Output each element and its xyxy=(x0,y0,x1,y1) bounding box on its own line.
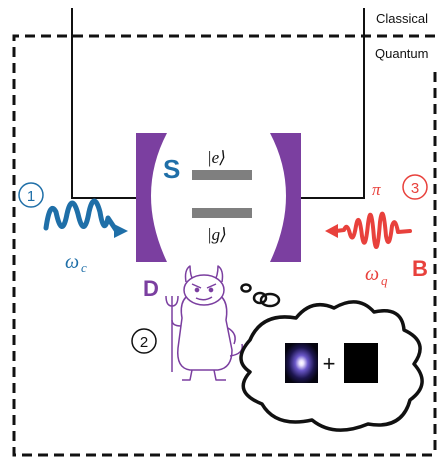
thought-plus: + xyxy=(323,351,336,376)
right-wave-packet xyxy=(334,211,412,249)
dark-image xyxy=(344,343,378,383)
left-wave-packet xyxy=(43,198,119,233)
step-2-circle xyxy=(131,328,157,354)
quantum-label: Quantum xyxy=(375,46,428,61)
left-omega-subscript: c xyxy=(81,260,87,275)
thought-cloud xyxy=(239,300,424,432)
step-1-circle xyxy=(18,182,44,208)
excited-state-ket: |e⟩ xyxy=(207,148,226,167)
cavity-mirror-left xyxy=(136,133,167,262)
thought-dot-medium xyxy=(252,291,268,305)
thought-dot-large xyxy=(259,292,281,308)
left-omega: ω xyxy=(65,251,79,273)
step-3-number: 3 xyxy=(411,180,419,197)
right-wave-arrowhead xyxy=(325,224,338,238)
excited-level xyxy=(192,170,252,180)
system-label: S xyxy=(163,154,180,184)
cavity-mirror-right xyxy=(270,133,301,262)
ground-state-ket: |g⟩ xyxy=(207,225,227,244)
step-3-circle xyxy=(402,174,428,200)
demon-figure xyxy=(165,265,243,381)
bath-label: B xyxy=(412,256,428,281)
pi-pulse-label: π xyxy=(372,180,381,199)
thought-dot-small xyxy=(240,283,252,293)
right-omega-subscript: q xyxy=(381,273,388,288)
bright-photon-image xyxy=(285,343,318,383)
left-wave-arrowhead xyxy=(114,224,128,238)
demon-label: D xyxy=(143,276,159,301)
step-1-number: 1 xyxy=(27,188,35,205)
step-2-number: 2 xyxy=(140,334,148,351)
classical-wire xyxy=(71,8,365,199)
classical-label: Classical xyxy=(376,11,428,26)
quantum-boundary xyxy=(12,34,438,457)
right-omega: ω xyxy=(365,263,379,285)
ground-level xyxy=(192,208,252,218)
